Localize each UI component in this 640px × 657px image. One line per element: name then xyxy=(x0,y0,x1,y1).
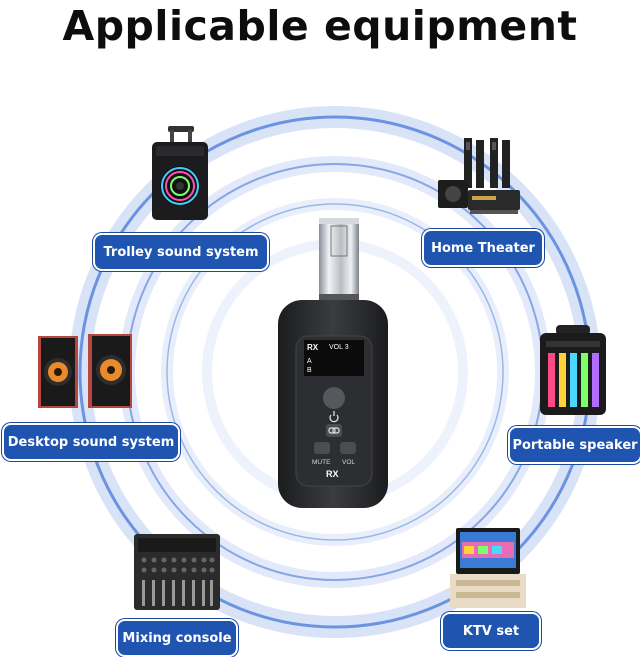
desktop-speakers-image xyxy=(38,334,132,408)
screen-a-text: A xyxy=(307,358,312,365)
wireless-receiver-device: RX VOL 3 A B MUTE VOL RX xyxy=(278,218,388,508)
mixing-console-image xyxy=(134,534,220,610)
mute-button-label: MUTE xyxy=(312,459,331,466)
label-ktv-set: KTV set xyxy=(441,612,541,650)
link-icon xyxy=(328,427,340,434)
vol-button-label: VOL xyxy=(342,459,355,466)
trolley-speaker-image xyxy=(152,126,208,220)
screen-rx-text: RX xyxy=(307,343,319,352)
label-mixing-console: Mixing console xyxy=(116,619,238,657)
label-portable-speaker: Portable speaker xyxy=(508,426,640,464)
screen-b-text: B xyxy=(307,367,312,374)
page-title: Applicable equipment xyxy=(62,2,578,50)
ktv-set-image xyxy=(450,528,526,608)
portable-speaker-image xyxy=(540,325,606,415)
label-home-theater: Home Theater xyxy=(422,229,544,267)
label-trolley-sound-system: Trolley sound system xyxy=(93,233,269,271)
screen-vol-text: VOL 3 xyxy=(329,344,349,351)
rx-badge: RX xyxy=(326,469,339,479)
home-theater-image xyxy=(438,138,520,214)
label-desktop-sound-system: Desktop sound system xyxy=(2,423,180,461)
power-icon xyxy=(329,411,339,423)
